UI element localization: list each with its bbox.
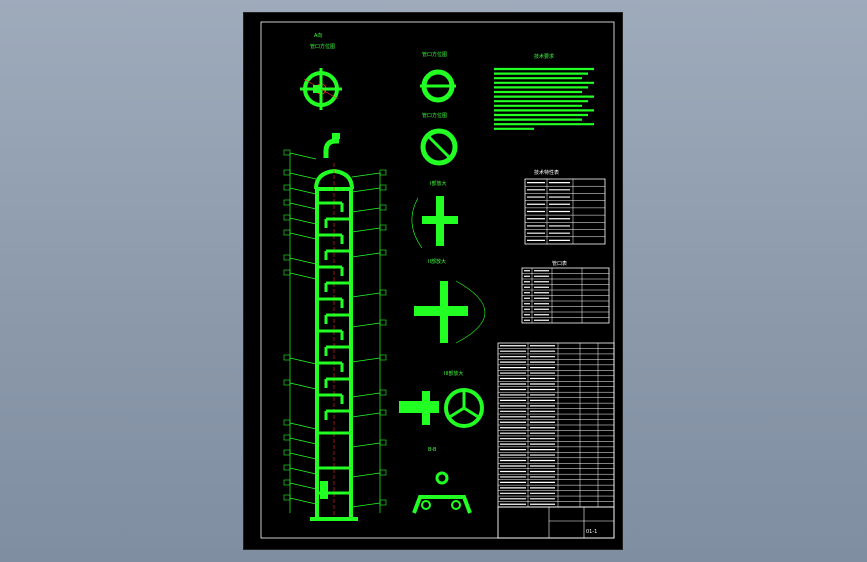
- drawing-sheet: A向 管口方位图 管口方位图 管口方位图: [244, 13, 622, 549]
- cad-drawing: A向 管口方位图 管口方位图 管口方位图: [260, 21, 615, 539]
- detail-title-3: I部放大: [430, 180, 446, 187]
- tech-requirements-title: 技术要求: [534, 53, 554, 60]
- detail-title-6: B-B: [428, 447, 437, 453]
- detail-title-4: II部放大: [428, 258, 446, 265]
- view-a-title: A向: [314, 32, 322, 39]
- nozzle-orientation-view: A向 管口方位图: [300, 32, 342, 110]
- tech-spec-table: 技术特性表: [524, 169, 606, 245]
- tech-requirements: 技术要求: [494, 53, 594, 130]
- detail-views: 管口方位图 管口方位图 I部放大 II部放大 III部放大 B-B: [399, 51, 486, 514]
- title-block: 01-1: [497, 506, 615, 539]
- drawing-frame: [260, 21, 615, 539]
- detail-title-1: 管口方位图: [422, 51, 447, 58]
- drawing-number: 01-1: [586, 529, 597, 535]
- detail-title-2: 管口方位图: [422, 112, 447, 119]
- detail-title-5: III部放大: [444, 370, 463, 377]
- nozzle-table: 管口表: [521, 260, 610, 324]
- parts-list: [497, 342, 615, 508]
- tech-spec-table-title: 技术特性表: [534, 169, 559, 176]
- view-a-subtitle: 管口方位图: [310, 43, 335, 50]
- column-elevation: [283, 133, 387, 523]
- nozzle-table-title: 管口表: [552, 260, 567, 267]
